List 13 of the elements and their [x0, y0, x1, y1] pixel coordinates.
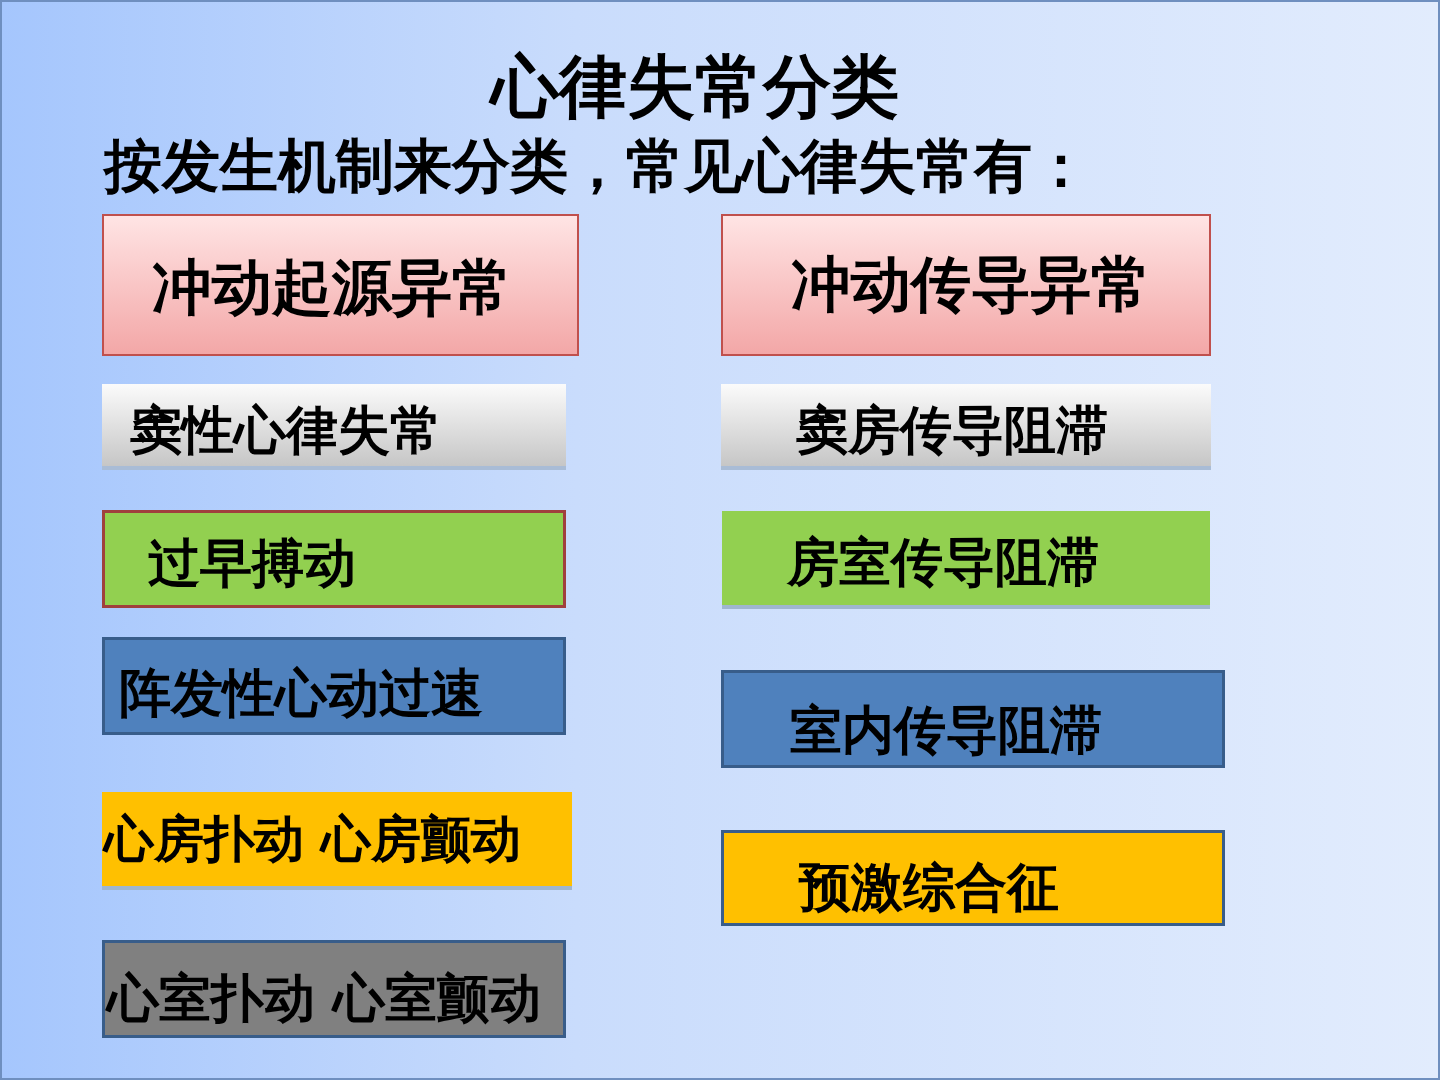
category-box: 房室传导阻滞	[722, 511, 1210, 609]
category-box: 窦性心律失常	[102, 384, 566, 470]
category-box: 心房扑动 心房颤动	[102, 792, 572, 890]
category-box: 预激综合征	[721, 830, 1225, 926]
category-box: 室内传导阻滞	[721, 670, 1225, 768]
subtitle: 按发生机制来分类，常见心律失常有：	[104, 131, 1090, 202]
category-box: 窦房传导阻滞	[721, 384, 1211, 470]
title: 心律失常分类	[2, 42, 1388, 133]
category-box: 阵发性心动过速	[102, 637, 566, 735]
category-box: 心室扑动 心室颤动	[102, 940, 566, 1038]
category-box: 冲动传导异常	[721, 214, 1211, 356]
category-box: 过早搏动	[102, 510, 566, 608]
category-box: 冲动起源异常	[102, 214, 579, 356]
